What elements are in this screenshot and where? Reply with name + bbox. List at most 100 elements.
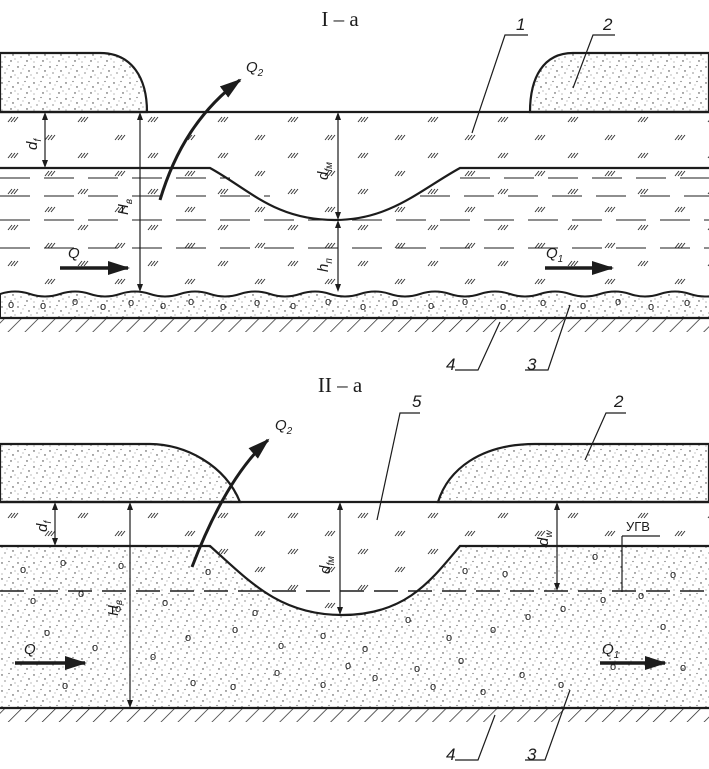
svg-text:o: o (525, 611, 531, 623)
svg-text:o: o (462, 565, 468, 577)
svg-text:o: o (540, 297, 546, 309)
svg-text:o: o (40, 300, 46, 312)
callout-4-bottom: 4 (446, 745, 455, 764)
svg-text:o: o (680, 662, 686, 674)
svg-text:o: o (252, 607, 258, 619)
svg-text:o: o (458, 655, 464, 667)
label-q1-bottom: Q1 (602, 641, 619, 661)
soil-mound-left-bottom (0, 442, 242, 504)
svg-text:o: o (428, 300, 434, 312)
svg-text:o: o (274, 667, 280, 679)
svg-text:o: o (462, 296, 468, 308)
flow-arrow-q2-top (158, 78, 242, 201)
flow-arrow-q2-bottom (190, 438, 270, 568)
panel-title-top: I – a (321, 7, 359, 31)
svg-text:o: o (128, 297, 134, 309)
svg-text:o: o (600, 594, 606, 606)
label-q1-top: Q1 (546, 245, 563, 265)
label-hb-bottom: Hв (105, 600, 125, 616)
callout-2-top: 2 (602, 15, 613, 34)
panel-title-bottom: II – a (318, 373, 363, 397)
svg-text:o: o (560, 603, 566, 615)
svg-text:o: o (162, 597, 168, 609)
svg-text:o: o (320, 630, 326, 642)
svg-text:o: o (232, 624, 238, 636)
callout-4-top: 4 (446, 355, 455, 374)
label-dw-bottom: dw (535, 530, 555, 546)
svg-text:o: o (684, 297, 690, 309)
water-layer-bottom (0, 502, 709, 546)
soil-mound-right-bottom (436, 442, 709, 504)
label-q-in-bottom: Q (24, 641, 36, 658)
svg-text:o: o (188, 296, 194, 308)
svg-text:o: o (592, 551, 598, 563)
svg-text:o: o (638, 590, 644, 602)
svg-text:o: o (190, 677, 196, 689)
svg-text:o: o (325, 296, 331, 308)
svg-text:o: o (20, 564, 26, 576)
svg-text:o: o (362, 643, 368, 655)
svg-text:o: o (580, 300, 586, 312)
callout-leaders-top (455, 34, 615, 371)
svg-text:o: o (115, 603, 121, 615)
svg-text:o: o (414, 663, 420, 675)
svg-text:o: o (118, 560, 124, 572)
label-dfm-top: dfм (315, 162, 335, 180)
callout-leaders-bottom (376, 412, 660, 761)
label-hn-top: hп (315, 258, 335, 272)
svg-text:o: o (60, 557, 66, 569)
svg-text:o: o (230, 681, 236, 693)
freezing-front-bottom (0, 544, 709, 617)
svg-text:o: o (185, 632, 191, 644)
callout-3-bottom: 3 (527, 745, 537, 764)
freezing-front-top (0, 166, 709, 222)
soil-mound-right-top (528, 51, 709, 114)
svg-text:o: o (615, 296, 621, 308)
svg-text:o: o (558, 679, 564, 691)
soil-mound-left-top (0, 51, 149, 114)
svg-text:o: o (360, 301, 366, 313)
label-dfm-bottom: dfм (317, 556, 337, 574)
bedrock-hatch-bottom (0, 708, 709, 722)
callout-3-top: 3 (527, 355, 537, 374)
label-q2-bottom: Q2 (275, 417, 293, 437)
svg-text:o: o (480, 686, 486, 698)
bedrock-hatch-top (0, 318, 709, 332)
label-df-bottom: df (34, 520, 54, 532)
label-hb-top: Hв (115, 199, 135, 215)
svg-text:o: o (502, 568, 508, 580)
svg-text:o: o (205, 566, 211, 578)
svg-text:o: o (220, 301, 226, 313)
svg-text:o: o (72, 296, 78, 308)
svg-text:o: o (62, 680, 68, 692)
svg-text:o: o (500, 301, 506, 313)
svg-text:o: o (430, 681, 436, 693)
ice-trough-bottom (210, 546, 460, 615)
svg-text:o: o (405, 614, 411, 626)
callout-2-bottom: 2 (613, 392, 624, 411)
svg-text:o: o (30, 595, 36, 607)
callout-5-bottom: 5 (412, 392, 422, 411)
svg-text:o: o (392, 297, 398, 309)
svg-text:o: o (519, 669, 525, 681)
svg-text:o: o (670, 569, 676, 581)
groundwater-label: УГВ (626, 519, 650, 534)
svg-text:o: o (254, 297, 260, 309)
svg-text:o: o (8, 299, 14, 311)
svg-text:o: o (160, 300, 166, 312)
svg-text:o: o (660, 621, 666, 633)
svg-text:o: o (320, 679, 326, 691)
svg-text:o: o (372, 672, 378, 684)
svg-text:o: o (44, 627, 50, 639)
svg-text:o: o (490, 624, 496, 636)
label-q2-top: Q2 (246, 59, 264, 79)
label-df-top: df (24, 138, 44, 150)
svg-text:o: o (150, 651, 156, 663)
water-layer-top (0, 112, 709, 292)
svg-text:o: o (648, 301, 654, 313)
svg-text:o: o (278, 640, 284, 652)
svg-text:o: o (78, 588, 84, 600)
